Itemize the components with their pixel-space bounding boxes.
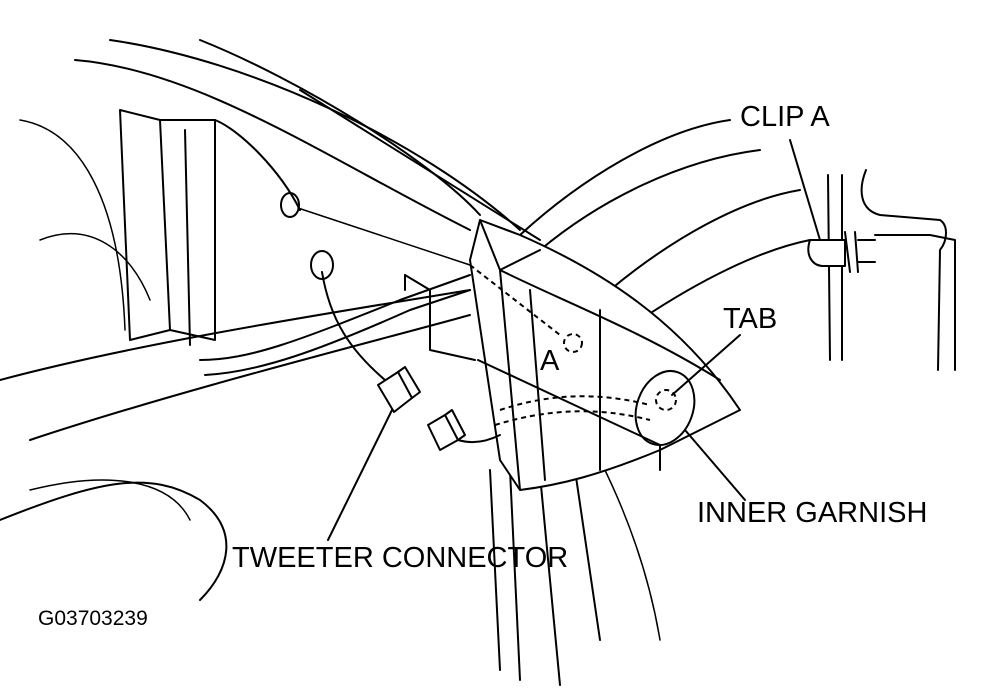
tab-hidden	[655, 389, 677, 411]
clip-a-hidden	[563, 333, 583, 353]
wire-hidden-2	[494, 410, 651, 426]
leader-tab	[671, 334, 741, 396]
leader-inner-garnish	[684, 429, 746, 501]
clip-path-dashed	[469, 264, 561, 336]
leader-clip-a	[789, 139, 821, 241]
door-frame	[0, 39, 811, 686]
mounting-hole	[280, 192, 300, 218]
figure-code: G03703239	[38, 607, 148, 630]
connector-left	[377, 366, 421, 413]
label-inner-garnish: INNER GARNISH	[697, 497, 927, 529]
tweeter-wire-left	[321, 271, 386, 381]
callout-a: A	[540, 345, 560, 377]
leader-tweeter-left	[327, 409, 393, 541]
wire-hidden	[499, 395, 651, 411]
label-tab: TAB	[723, 303, 777, 335]
label-tweeter-connector: TWEETER CONNECTOR	[232, 542, 568, 574]
label-clip-a: CLIP A	[740, 101, 830, 133]
wire-hole	[310, 250, 334, 280]
clip-a-detail	[807, 169, 956, 371]
inner-garnish-body	[404, 219, 741, 491]
tweeter-wire-right	[457, 434, 501, 444]
connector-right	[427, 409, 466, 451]
alignment-line	[297, 207, 471, 266]
